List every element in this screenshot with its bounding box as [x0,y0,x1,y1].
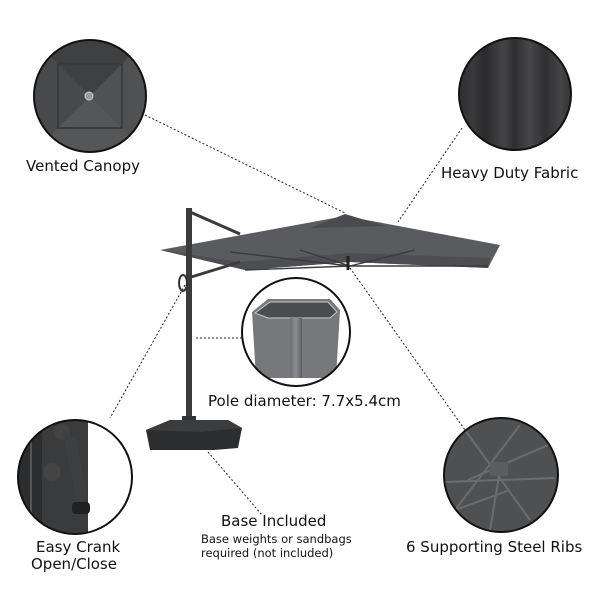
vent-icon [84,91,94,101]
umbrella-illustration [146,208,500,450]
base-included-label: Base Included [221,512,327,530]
vented-canopy-label: Vented Canopy [26,157,140,175]
easy-crank-label-line1: Easy Crank [36,538,121,556]
easy-crank-label-line2: Open/Close [31,555,117,573]
vented-canopy-callout [33,39,147,153]
pole-diameter-label: Pole diameter: 7.7x5.4cm [208,392,401,410]
pole-diameter-callout [241,277,351,387]
steel-ribs-callout [443,417,559,533]
base-note-line2: required (not included) [201,546,334,560]
steel-ribs-label: 6 Supporting Steel Ribs [406,538,583,556]
heavy-duty-fabric-label: Heavy Duty Fabric [441,164,579,182]
leader-lines [109,114,466,516]
heavy-duty-fabric-callout [458,37,572,151]
base-note-line1: Base weights or sandbags [201,532,352,546]
easy-crank-callout [17,419,133,535]
crank-handle [178,274,188,292]
